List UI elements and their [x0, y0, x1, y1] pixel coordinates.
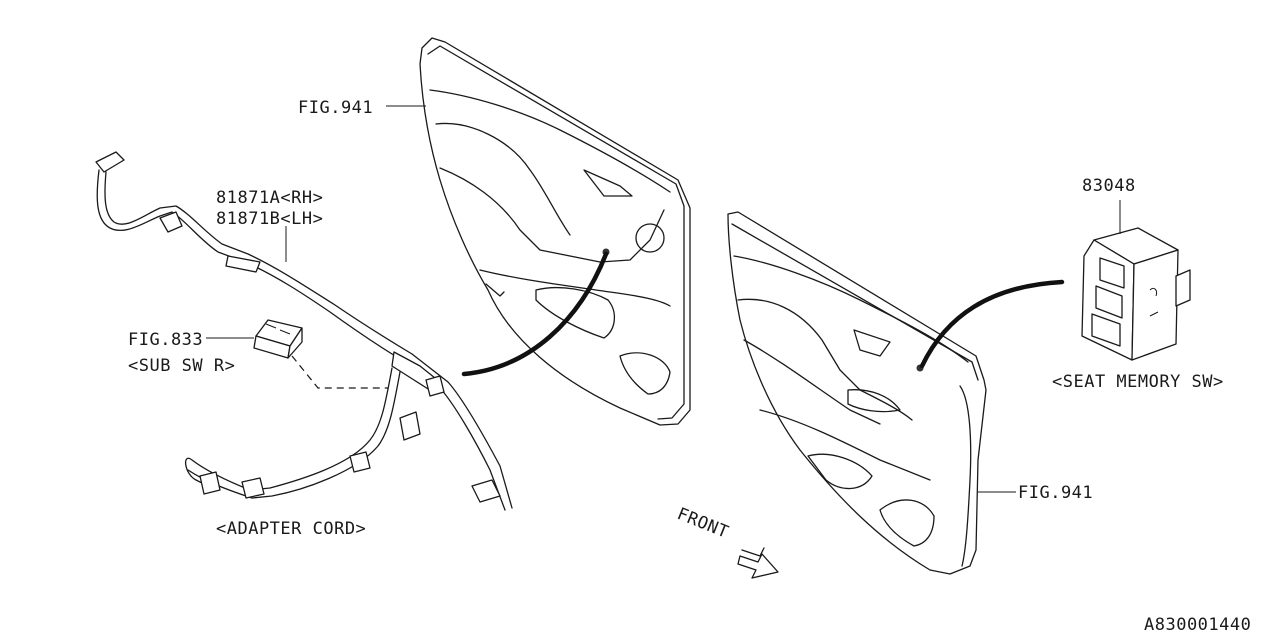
front-label: FRONT: [674, 504, 731, 543]
front-arrow-icon: [737, 547, 779, 579]
fig941-top-label: FIG.941: [298, 98, 373, 118]
wiring-harness[interactable]: [95, 151, 513, 511]
switch-to-door-line: [919, 279, 1065, 369]
fig833-label: FIG.833: [128, 330, 203, 350]
fig941-bottom-label: FIG.941: [1018, 483, 1093, 503]
sub-switch-r[interactable]: [253, 319, 303, 359]
sub-switch-dashed-leader: [291, 355, 388, 389]
door-trim-panel-right[interactable]: [727, 211, 987, 575]
diagram-id: A830001440: [1144, 615, 1251, 635]
door-trim-panel-left[interactable]: [419, 37, 691, 426]
sub-sw-r-label: <SUB SW R>: [128, 356, 235, 376]
harness-lh-label: 81871B<LH>: [216, 209, 323, 229]
switch-part-number: 83048: [1082, 176, 1136, 196]
adapter-cord-label: <ADAPTER CORD>: [216, 519, 366, 539]
seat-memory-switch[interactable]: [1081, 227, 1191, 361]
leader-lines: [206, 105, 1121, 493]
harness-rh-label: 81871A<RH>: [216, 188, 323, 208]
harness-to-door-line: [461, 251, 609, 377]
seat-memory-sw-label: <SEAT MEMORY SW>: [1052, 372, 1224, 392]
